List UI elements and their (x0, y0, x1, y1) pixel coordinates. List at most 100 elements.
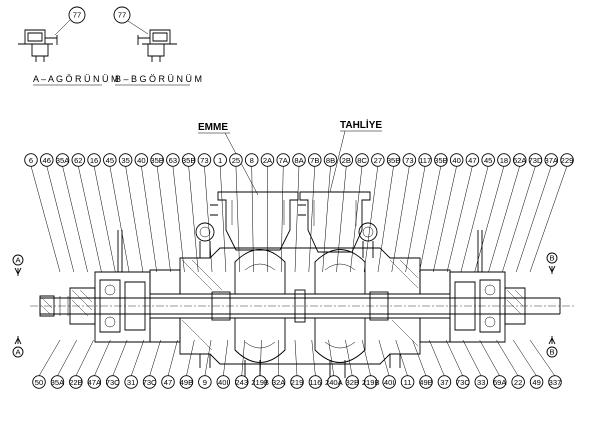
leader-line (462, 339, 482, 377)
callout-bubble (142, 375, 157, 389)
callout-text: 35B (387, 156, 401, 165)
leader-line (460, 165, 489, 273)
callout-bubble (179, 375, 194, 389)
callout-bubble (55, 153, 70, 167)
callout-bubble (134, 153, 149, 167)
leader-line (156, 165, 171, 273)
callout-text: 32B (346, 378, 360, 387)
leader-line (235, 165, 240, 273)
callout-text: 73C (456, 378, 470, 387)
leader-line (336, 165, 347, 273)
callout-text: 25 (232, 156, 240, 165)
callout-text: 7B (310, 156, 319, 165)
callout-bubble (118, 153, 133, 167)
callout-bubble (68, 6, 86, 24)
callout-text: 50 (35, 378, 43, 387)
callout-text: 7A (279, 156, 289, 165)
leader-line (515, 165, 552, 273)
callout-bubble (290, 375, 304, 389)
leader-line (75, 339, 94, 377)
callout-bubble (87, 153, 101, 167)
callout-bubble (449, 153, 464, 167)
callout-bubble (474, 375, 489, 389)
leader-line (432, 165, 457, 273)
callout-bubble (308, 153, 322, 167)
leader-line (429, 339, 445, 377)
leader-line (204, 165, 213, 273)
section-mark-left: A A (12, 254, 24, 358)
callout-text: 243 (235, 378, 248, 387)
callout-bubble (105, 375, 120, 389)
callout-text: 47 (468, 156, 476, 165)
callout-text: 337 (549, 378, 562, 387)
callout-bubble (71, 153, 86, 167)
callout-text: 62A (513, 156, 527, 165)
leader-line (78, 165, 102, 273)
callout-text: 219B (251, 378, 269, 387)
leader-line (241, 339, 245, 377)
callout-bubble (292, 153, 306, 167)
leader-line (130, 339, 145, 377)
callout-bubble (437, 375, 452, 389)
callout-text: 8C (357, 156, 367, 165)
callout-bubble (213, 153, 227, 167)
callout-bubble (345, 375, 360, 389)
callout-text: 77 (118, 11, 126, 20)
leader-line (204, 339, 212, 377)
leader-line (328, 339, 335, 377)
callout-text: 73C (143, 378, 157, 387)
callout-text: 8 (250, 156, 254, 165)
callout-text: 32A (272, 378, 286, 387)
leader-line (141, 165, 158, 273)
leader-line (172, 165, 185, 273)
outlet-label: TAHLİYE (340, 118, 382, 131)
callout-bubble (229, 153, 243, 167)
callout-text: 45 (106, 156, 114, 165)
leader-line (488, 165, 520, 273)
leader-line (167, 339, 178, 377)
leader-line (395, 339, 408, 377)
callout-bubble (260, 153, 275, 167)
svg-text:A: A (15, 256, 21, 265)
callout-text: 1 (218, 156, 222, 165)
leader-line (223, 339, 229, 377)
callout-bubble (371, 153, 385, 167)
callout-text: 73 (405, 156, 413, 165)
svg-text:A: A (15, 348, 21, 357)
callout-text: 73 (200, 156, 208, 165)
callout-text: 33 (477, 378, 485, 387)
callout-text: 77 (73, 11, 81, 20)
leader-line (259, 339, 262, 377)
leader-line (93, 165, 116, 273)
callout-bubble (161, 375, 175, 389)
leader-line (62, 165, 88, 273)
leader-line (308, 165, 316, 273)
callout-text: 49 (532, 378, 540, 387)
callout-text: 73D (529, 156, 543, 165)
callout-text: 8B (326, 156, 335, 165)
callout-text: 22 (514, 378, 522, 387)
callout-text: 47A (88, 378, 102, 387)
leader-line (186, 339, 195, 377)
callout-text: 69A (493, 378, 507, 387)
callout-bubble (32, 375, 46, 389)
callout-bubble (512, 153, 527, 167)
callout-bubble (492, 375, 507, 389)
callout-bubble (244, 153, 259, 167)
callout-text: 240A (325, 378, 344, 387)
leader-line (378, 339, 390, 377)
leader-line (502, 165, 536, 273)
callout-bubble (363, 375, 378, 389)
leader-line (109, 165, 130, 273)
callout-text: 35 (121, 156, 129, 165)
callout-bubble (87, 375, 102, 389)
leader-line (350, 165, 363, 273)
callout-text: 6 (29, 156, 33, 165)
leader-line (377, 165, 394, 273)
callout-bubble (181, 153, 196, 167)
leader-line (529, 165, 568, 273)
leader-line (311, 339, 316, 377)
callout-bubble (124, 375, 138, 389)
callout-bubble (434, 153, 448, 167)
